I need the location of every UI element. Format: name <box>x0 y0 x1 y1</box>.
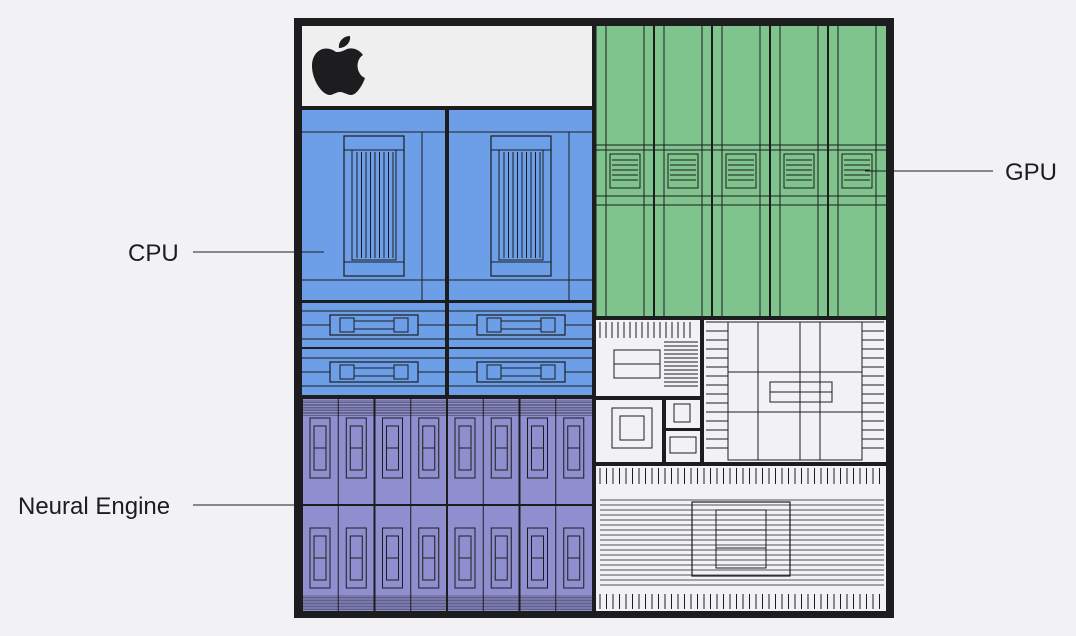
neural-engine-block <box>301 399 592 611</box>
gpu-block <box>595 26 886 316</box>
neural-engine-detail-lines <box>301 399 592 611</box>
callout-gpu: GPU <box>865 159 1057 186</box>
logo-panel <box>302 26 592 106</box>
cpu-detail-lines <box>302 131 592 387</box>
callout-label-neural-engine: Neural Engine <box>18 493 170 520</box>
apple-logo-icon <box>312 36 365 95</box>
cpu-core-group <box>302 110 592 395</box>
callout-cpu: CPU <box>128 240 324 267</box>
other-blocks <box>596 320 886 611</box>
callout-label-gpu: GPU <box>1005 159 1057 186</box>
other-detail-lines <box>599 321 884 609</box>
cpu-block <box>302 110 592 395</box>
callout-label-cpu: CPU <box>128 240 179 267</box>
callout-neural-engine: Neural Engine <box>18 493 326 520</box>
